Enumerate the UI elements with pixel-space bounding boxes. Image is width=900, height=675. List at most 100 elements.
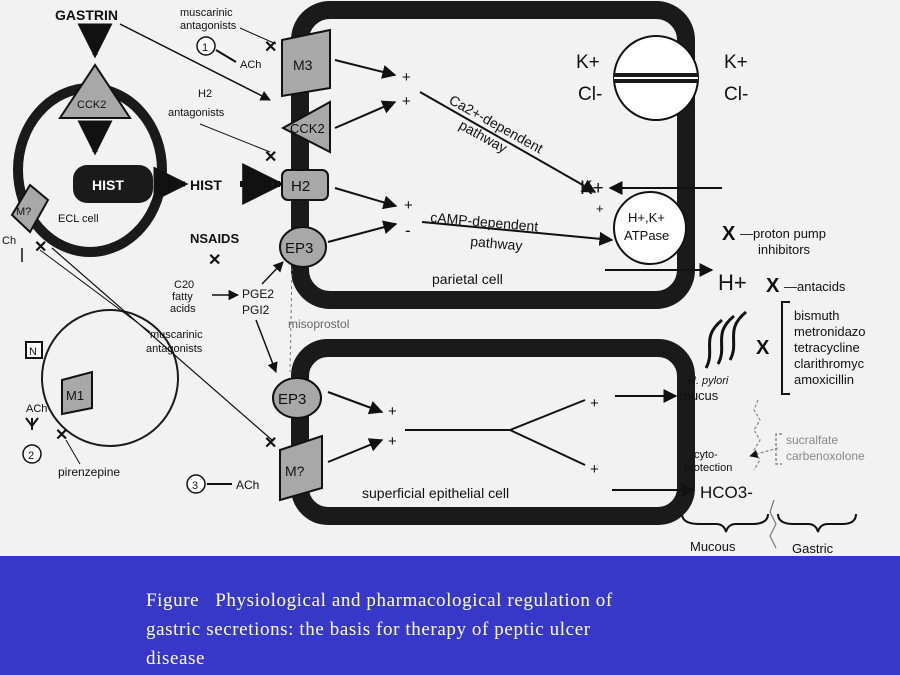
m1-block-x: ✕	[55, 427, 68, 444]
m3-label: M3	[293, 57, 313, 73]
pump-label-2: ATPase	[624, 228, 669, 243]
m-ecl-label: M?	[16, 206, 31, 218]
ep3-signal-arrow	[327, 220, 398, 243]
pge-to-ep3-parietal-arrow	[261, 261, 284, 285]
pirenzepine-label: pirenzepine	[58, 465, 120, 479]
caption-band: Figure Physiological and pharmacological…	[0, 556, 900, 675]
m-ecl-receptor	[10, 183, 50, 234]
num-3-label: 3	[192, 480, 198, 492]
diagram-area: GASTRIN CCK2 HIST HIST M? ECL cell Ch ✕ …	[0, 0, 900, 556]
ch-block-x: ✕	[34, 239, 47, 256]
plus-e2: +	[388, 433, 397, 450]
carbenoxolone-label: carbenoxolone	[786, 449, 865, 463]
ep3-epithelial-receptor	[272, 377, 322, 419]
x-pump: X	[722, 223, 736, 245]
h2-signal-arrow	[334, 187, 398, 210]
amoxicillin-label: amoxicillin	[794, 372, 854, 387]
nsaids-label: NSAIDS	[190, 231, 239, 246]
x-antacid: X	[766, 275, 780, 297]
hist-granule	[73, 165, 153, 203]
epithelial-branch-lines	[405, 399, 586, 466]
x-hpylori: X	[756, 337, 770, 359]
cytoprotection-dashed-curve	[753, 399, 761, 471]
m-epithelial-receptor	[279, 434, 323, 502]
camp-pathway-arrow	[421, 221, 614, 246]
ach-1-label: ACh	[240, 59, 261, 71]
figure-caption: Figure Physiological and pharmacological…	[146, 590, 613, 669]
bismuth-label: bismuth	[794, 308, 840, 323]
h2-block-x: ✕	[264, 149, 277, 166]
gastrin-label: GASTRIN	[55, 7, 118, 23]
muscarinic-mid-label-2: antagonists	[146, 343, 203, 355]
c20-label-1: C20	[174, 279, 194, 291]
hist-ecl-label: HIST	[92, 177, 124, 193]
ach-1-number-circle	[196, 36, 216, 56]
ep3-epithelial-label: EP3	[278, 391, 306, 408]
muscarinic-mid-label-1: muscarinic	[150, 329, 203, 341]
plus-3: +	[404, 197, 413, 214]
gastric-regulation-diagram: GASTRIN CCK2 HIST HIST M? ECL cell Ch ✕ …	[2, 1, 866, 556]
cyto-label-1: cyto-	[694, 449, 718, 461]
mucous-brace	[681, 513, 769, 533]
camp-pathway-label-1: cAMP-dependent	[430, 209, 539, 234]
plus-pump: +	[596, 201, 604, 216]
ch-label: Ch	[2, 235, 16, 247]
cl-minus-right: Cl-	[724, 84, 748, 105]
gastric-brace	[777, 513, 857, 533]
h-pylori-label: H. pylori	[688, 375, 729, 387]
camp-pathway-label-2: pathway	[470, 233, 523, 253]
h-pylori-squiggle-1	[704, 318, 723, 369]
m3-block-x: ✕	[264, 39, 277, 56]
ach-2-number-circle	[22, 444, 42, 464]
ecl-cell-label: ECL cell	[58, 213, 99, 225]
h2-antag-label-2: antagonists	[168, 107, 225, 119]
plus-1: +	[402, 69, 411, 86]
c20-label-2: fatty	[172, 291, 193, 303]
plus-e1: +	[388, 403, 397, 420]
antacids-label: —antacids	[784, 279, 846, 294]
ep3-parietal-label: EP3	[285, 240, 313, 257]
h-pylori-squiggle-3	[728, 310, 747, 361]
num-1-label: 1	[202, 42, 208, 54]
ppi-label-1: —proton pump	[740, 226, 826, 241]
m-epithelial-signal-arrow	[327, 438, 384, 463]
parietal-cell-outline	[291, 1, 695, 309]
proton-pump	[613, 191, 687, 265]
mucus-label: mucus	[680, 388, 719, 403]
ep3-epithelial-signal-arrow	[327, 391, 384, 415]
pgi2-label: PGI2	[242, 303, 270, 317]
h2-antag-leader	[199, 123, 271, 153]
muscarinic-top-label-1: muscarinic	[180, 7, 233, 19]
m3-receptor	[281, 28, 331, 98]
plus-e3: +	[590, 395, 599, 412]
pirenzepine-leader	[65, 439, 81, 465]
muscarinic-to-ecl-leader	[39, 249, 151, 333]
antibiotic-bracket	[781, 301, 790, 395]
pge-to-ep3-epithelial-arrow	[255, 319, 278, 373]
cl-minus-left: Cl-	[578, 84, 602, 105]
epithelial-cell-outline	[291, 339, 695, 525]
cck2-ecl-label: CCK2	[77, 99, 106, 111]
parietal-cell-label: parietal cell	[432, 271, 503, 287]
h2-receptor-label: H2	[291, 178, 310, 195]
hist-arrow-label: HIST	[190, 177, 222, 193]
h-pylori-squiggle-2	[716, 314, 735, 365]
c20-label-3: acids	[170, 303, 196, 315]
ach-2-receptor-mark	[25, 417, 39, 430]
n-receptor-box	[25, 341, 43, 359]
m-epithelial-block-x: ✕	[264, 435, 277, 452]
sucralfate-label: sucralfate	[786, 433, 838, 447]
k-plus-right: K+	[724, 52, 748, 73]
h-plus-label: H+	[718, 270, 747, 295]
misoprostol-dashed-line	[289, 267, 293, 373]
num-2-label: 2	[28, 450, 34, 462]
pge2-label: PGE2	[242, 287, 274, 301]
k-plus-mid: K+	[580, 178, 604, 199]
minus-1: -	[405, 221, 411, 240]
ca-pathway-arrow	[419, 91, 597, 193]
plus-2: +	[402, 93, 411, 110]
n-box-label: N	[29, 346, 37, 358]
muscarinic-top-leader	[239, 27, 277, 45]
cck2-ecl-receptor	[58, 63, 132, 119]
